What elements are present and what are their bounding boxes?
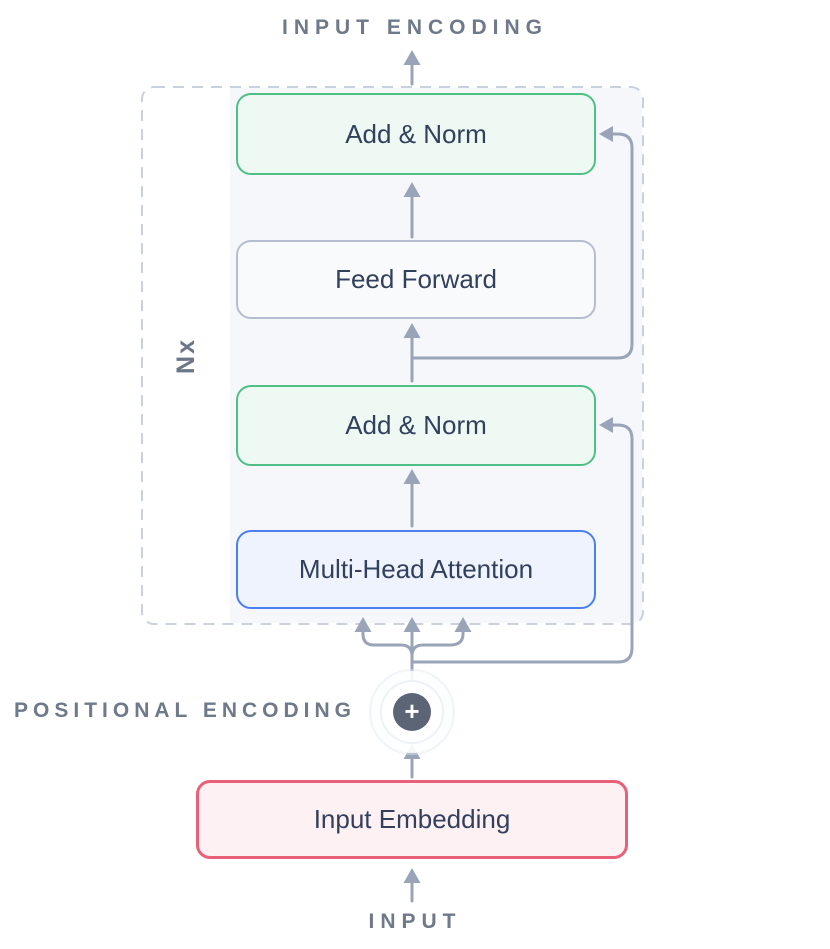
plus-combine-icon: + bbox=[393, 693, 431, 731]
input-encoding-label: INPUT ENCODING bbox=[281, 16, 548, 39]
arrowheads bbox=[354, 50, 613, 883]
qkv-right-line bbox=[410, 629, 465, 658]
add-norm-block-bottom: Add & Norm bbox=[236, 385, 596, 466]
qkv-left-line bbox=[361, 629, 414, 658]
multi-head-attention-block: Multi-Head Attention bbox=[236, 530, 596, 609]
nx-repeat-label: Nx bbox=[171, 338, 200, 374]
residual-connection-top bbox=[410, 132, 634, 360]
encoder-stack-container bbox=[141, 86, 644, 625]
feed-forward-block: Feed Forward bbox=[236, 240, 596, 319]
plus-sign: + bbox=[404, 696, 420, 726]
add-norm-block-top: Add & Norm bbox=[236, 93, 596, 175]
positional-encoding-label: POSITIONAL ENCODING bbox=[14, 699, 356, 722]
residual-connection-bottom bbox=[410, 423, 634, 664]
encoder-dashed-border bbox=[141, 86, 644, 625]
input-embedding-block: Input Embedding bbox=[196, 780, 628, 859]
input-label: INPUT bbox=[368, 910, 462, 933]
